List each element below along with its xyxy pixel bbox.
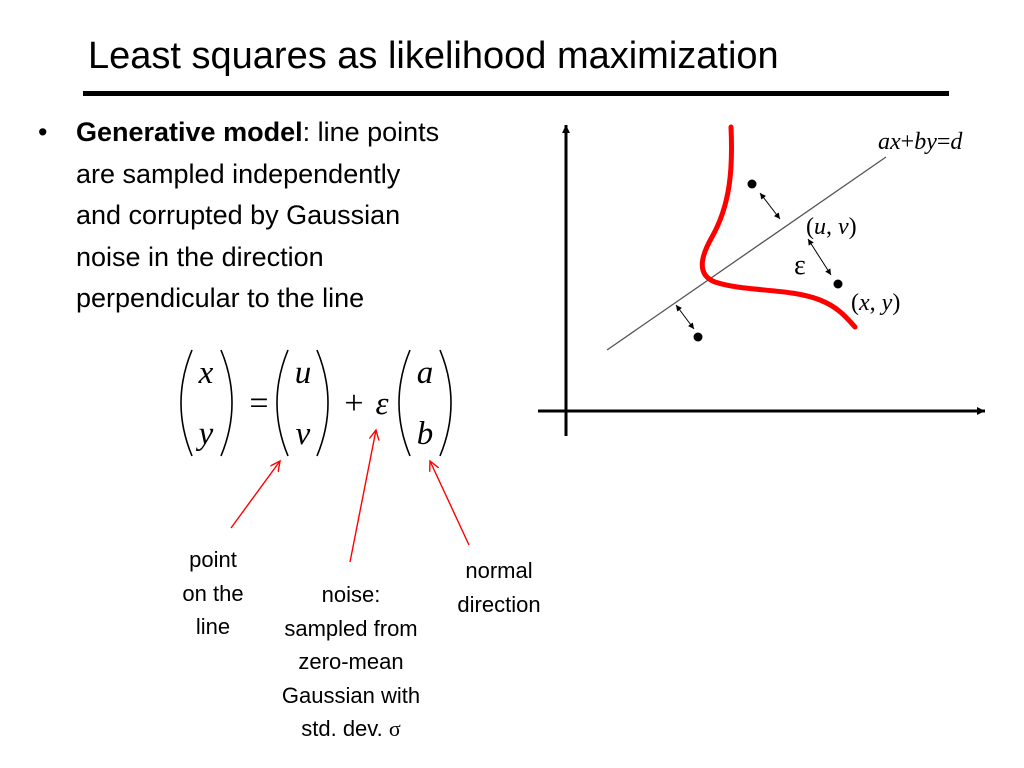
noise-label: noise: sampled from zero-mean Gaussian w… bbox=[256, 578, 446, 746]
eq-mid-top: u bbox=[295, 355, 312, 391]
point-on-line-line-1: point bbox=[189, 547, 237, 572]
sigma-symbol: σ bbox=[388, 716, 401, 741]
bullet-text: Generative model: line points are sample… bbox=[76, 112, 546, 320]
eq-equals: = bbox=[249, 385, 268, 422]
noise-line-3: zero-mean bbox=[298, 649, 404, 674]
bullet-bold-lead: Generative model bbox=[76, 117, 303, 147]
noise-line-5-text: std. dev. bbox=[301, 716, 389, 741]
eq-rhs-bottom: b bbox=[417, 416, 434, 452]
residual-arrow-upper bbox=[759, 192, 781, 220]
normal-direction-line-2: direction bbox=[457, 591, 541, 617]
normal-direction-line-1: normal bbox=[465, 558, 533, 583]
arrow-to-point-on-line bbox=[230, 461, 280, 529]
residual-arrow-lower bbox=[675, 304, 695, 330]
uv-label: (u, v) bbox=[806, 214, 857, 240]
bullet-line-1-rest: : line points bbox=[302, 117, 440, 147]
sample-point-upper bbox=[747, 179, 757, 189]
point-on-line-line-2: on the bbox=[182, 580, 244, 606]
noise-line-5: std. dev. σ bbox=[256, 712, 446, 746]
fitted-line bbox=[606, 156, 887, 351]
eq-rhs-top: a bbox=[417, 355, 434, 391]
eq-lhs-bottom: y bbox=[196, 416, 214, 452]
bullet-line-2: are sampled independently bbox=[76, 158, 401, 189]
bullet-marker: • bbox=[38, 117, 48, 147]
eq-mid-bottom: v bbox=[296, 416, 311, 452]
arrow-to-normal-direction bbox=[430, 461, 470, 546]
rhs-left-paren bbox=[398, 349, 411, 457]
eq-epsilon: ε bbox=[375, 386, 388, 422]
residual-arrow-epsilon bbox=[807, 238, 832, 276]
normal-direction-label: normal direction bbox=[440, 554, 558, 621]
xy-label: (x, y) bbox=[851, 290, 900, 316]
arrow-to-noise bbox=[349, 430, 376, 563]
noise-line-4: Gaussian with bbox=[281, 682, 421, 708]
sample-point-lower bbox=[693, 332, 703, 342]
mid-right-paren bbox=[316, 349, 329, 457]
sample-point-xy bbox=[833, 279, 843, 289]
line-equation-label: ax+by=d bbox=[878, 129, 963, 155]
bullet-line-1: Generative model: line points bbox=[76, 112, 546, 154]
noise-line-1: noise: bbox=[321, 582, 381, 607]
lhs-right-paren bbox=[220, 349, 233, 457]
eq-lhs-top: x bbox=[198, 355, 214, 391]
eq-plus: + bbox=[344, 385, 363, 422]
title-underline bbox=[83, 91, 949, 96]
lhs-left-paren bbox=[180, 349, 193, 457]
rhs-right-paren bbox=[439, 349, 452, 457]
bullet-line-4: noise in the direction bbox=[76, 241, 324, 272]
slide-title: Least squares as likelihood maximization bbox=[88, 35, 779, 77]
bullet-line-5: perpendicular to the line bbox=[76, 283, 365, 313]
bullet-line-3: and corrupted by Gaussian bbox=[76, 200, 401, 230]
point-on-line-line-3: line bbox=[195, 614, 231, 639]
probability-curve bbox=[699, 124, 858, 330]
noise-line-2: sampled from bbox=[284, 615, 418, 641]
mid-left-paren bbox=[276, 349, 289, 457]
epsilon-label: ε bbox=[794, 250, 806, 281]
point-on-line-label: point on the line bbox=[172, 543, 254, 644]
